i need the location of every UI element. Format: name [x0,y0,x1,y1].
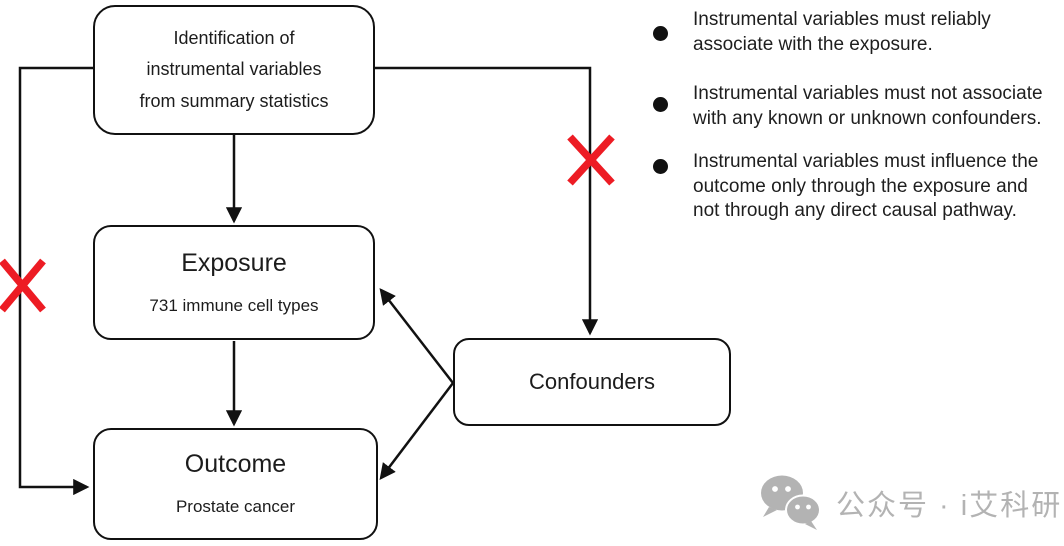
outcome-subtitle: Prostate cancer [175,497,296,516]
outcome-title: Outcome [184,450,287,478]
x-mark-icon-left [0,258,46,313]
assumption-bullet-3-text: Instrumental variables must influence th… [693,150,1064,224]
bullet-1-line-2: associate with the exposure. [693,33,933,55]
assumption-bullet-3: Instrumental variables must influence th… [645,150,1064,224]
watermark: 公众号 · i艾科研 [758,474,1062,532]
exposure-subtitle: 731 immune cell types [149,295,319,315]
bullet-icon [653,97,668,112]
confounders-node: Confounders [453,338,731,426]
bullet-icon [653,159,668,174]
bullet-2-line-2: with any known or unknown confounders. [693,107,1042,129]
edge-identification-to-confounders [375,66,599,336]
exposure-title: Exposure [181,248,287,277]
exposure-node: Exposure 731 immune cell types [93,225,375,340]
confounders-title: Confounders [529,369,655,394]
edge-identification-to-outcome [18,66,93,496]
assumption-bullet-2-text: Instrumental variables must not associat… [693,82,1064,131]
x-mark-icon-right [567,134,615,186]
bullet-3-line-2: outcome only through the exposure and [693,175,1028,197]
identification-line-2: instrumental variables [146,59,322,80]
assumption-bullet-2: Instrumental variables must not associat… [645,82,1064,131]
identification-node: Identification of instrumental variables… [93,5,375,135]
wechat-icon [761,475,821,530]
assumption-bullet-1: Instrumental variables must reliably ass… [645,8,1064,57]
assumption-bullet-1-text: Instrumental variables must reliably ass… [693,8,1064,57]
bullet-2-line-1: Instrumental variables must not associat… [693,83,1043,104]
bullet-3-line-3: not through any direct causal pathway. [693,200,1017,221]
identification-line-1: Identification of [173,27,295,48]
bullet-icon [653,26,668,41]
bullet-3-line-1: Instrumental variables must influence th… [693,151,1039,172]
edge-confounders-to-exposure [379,288,454,384]
watermark-text: 公众号 · i艾科研 [836,490,1063,522]
bullet-1-line-1: Instrumental variables must reliably [693,9,991,30]
outcome-node: Outcome Prostate cancer [93,428,378,540]
edge-confounders-to-outcome [379,382,454,480]
identification-line-3: from summary statistics [139,90,329,111]
